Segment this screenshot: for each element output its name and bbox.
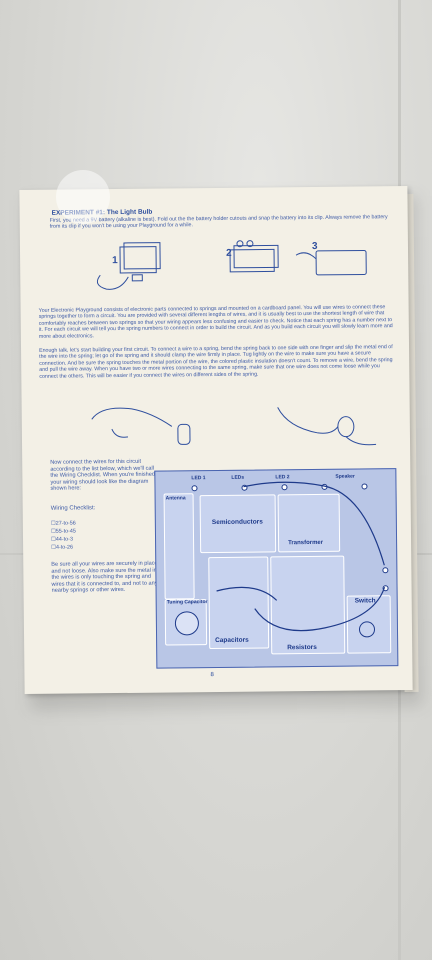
battery-illustrations [96,240,367,290]
battery-step-1-icon [96,242,161,290]
circuit-paragraph: Your Electronic Playground consists of e… [38,304,393,340]
battery-step-2-icon [229,240,279,273]
wiring-paragraph: Enough talk, let's start building your f… [39,344,393,380]
circuit-board-diagram: LED 1 LEDs LED 2 Speaker Antenna Semicon… [154,468,399,669]
step-number-2: 2 [225,247,232,259]
watermark-logo [56,170,110,224]
checklist-item: 27-to-56 [51,519,76,527]
hand-right-icon [277,407,377,446]
checklist-intro: Now connect the wires for this circuit a… [50,458,156,493]
checklist-item: 4-to-26 [51,543,76,551]
securely-paragraph: Be sure all your wires are securely in p… [51,560,158,595]
wiring-checklist: 27-to-56 55-to-45 44-to-3 4-to-26 [51,519,76,551]
step-number-3: 3 [311,240,318,252]
page-number: 8 [210,672,214,679]
checklist-item: 55-to-45 [51,527,76,535]
checklist-item: 44-to-3 [51,535,76,543]
manual-page: EXPERIMENT #1: The Light Bulb First, you… [19,185,413,695]
checklist-title: Wiring Checklist: [50,505,96,512]
step-number-1: 1 [112,255,118,267]
battery-step-3-icon [295,249,367,276]
hand-left-icon [91,407,191,445]
hand-illustrations [91,407,377,446]
circuit-wires [216,481,386,632]
